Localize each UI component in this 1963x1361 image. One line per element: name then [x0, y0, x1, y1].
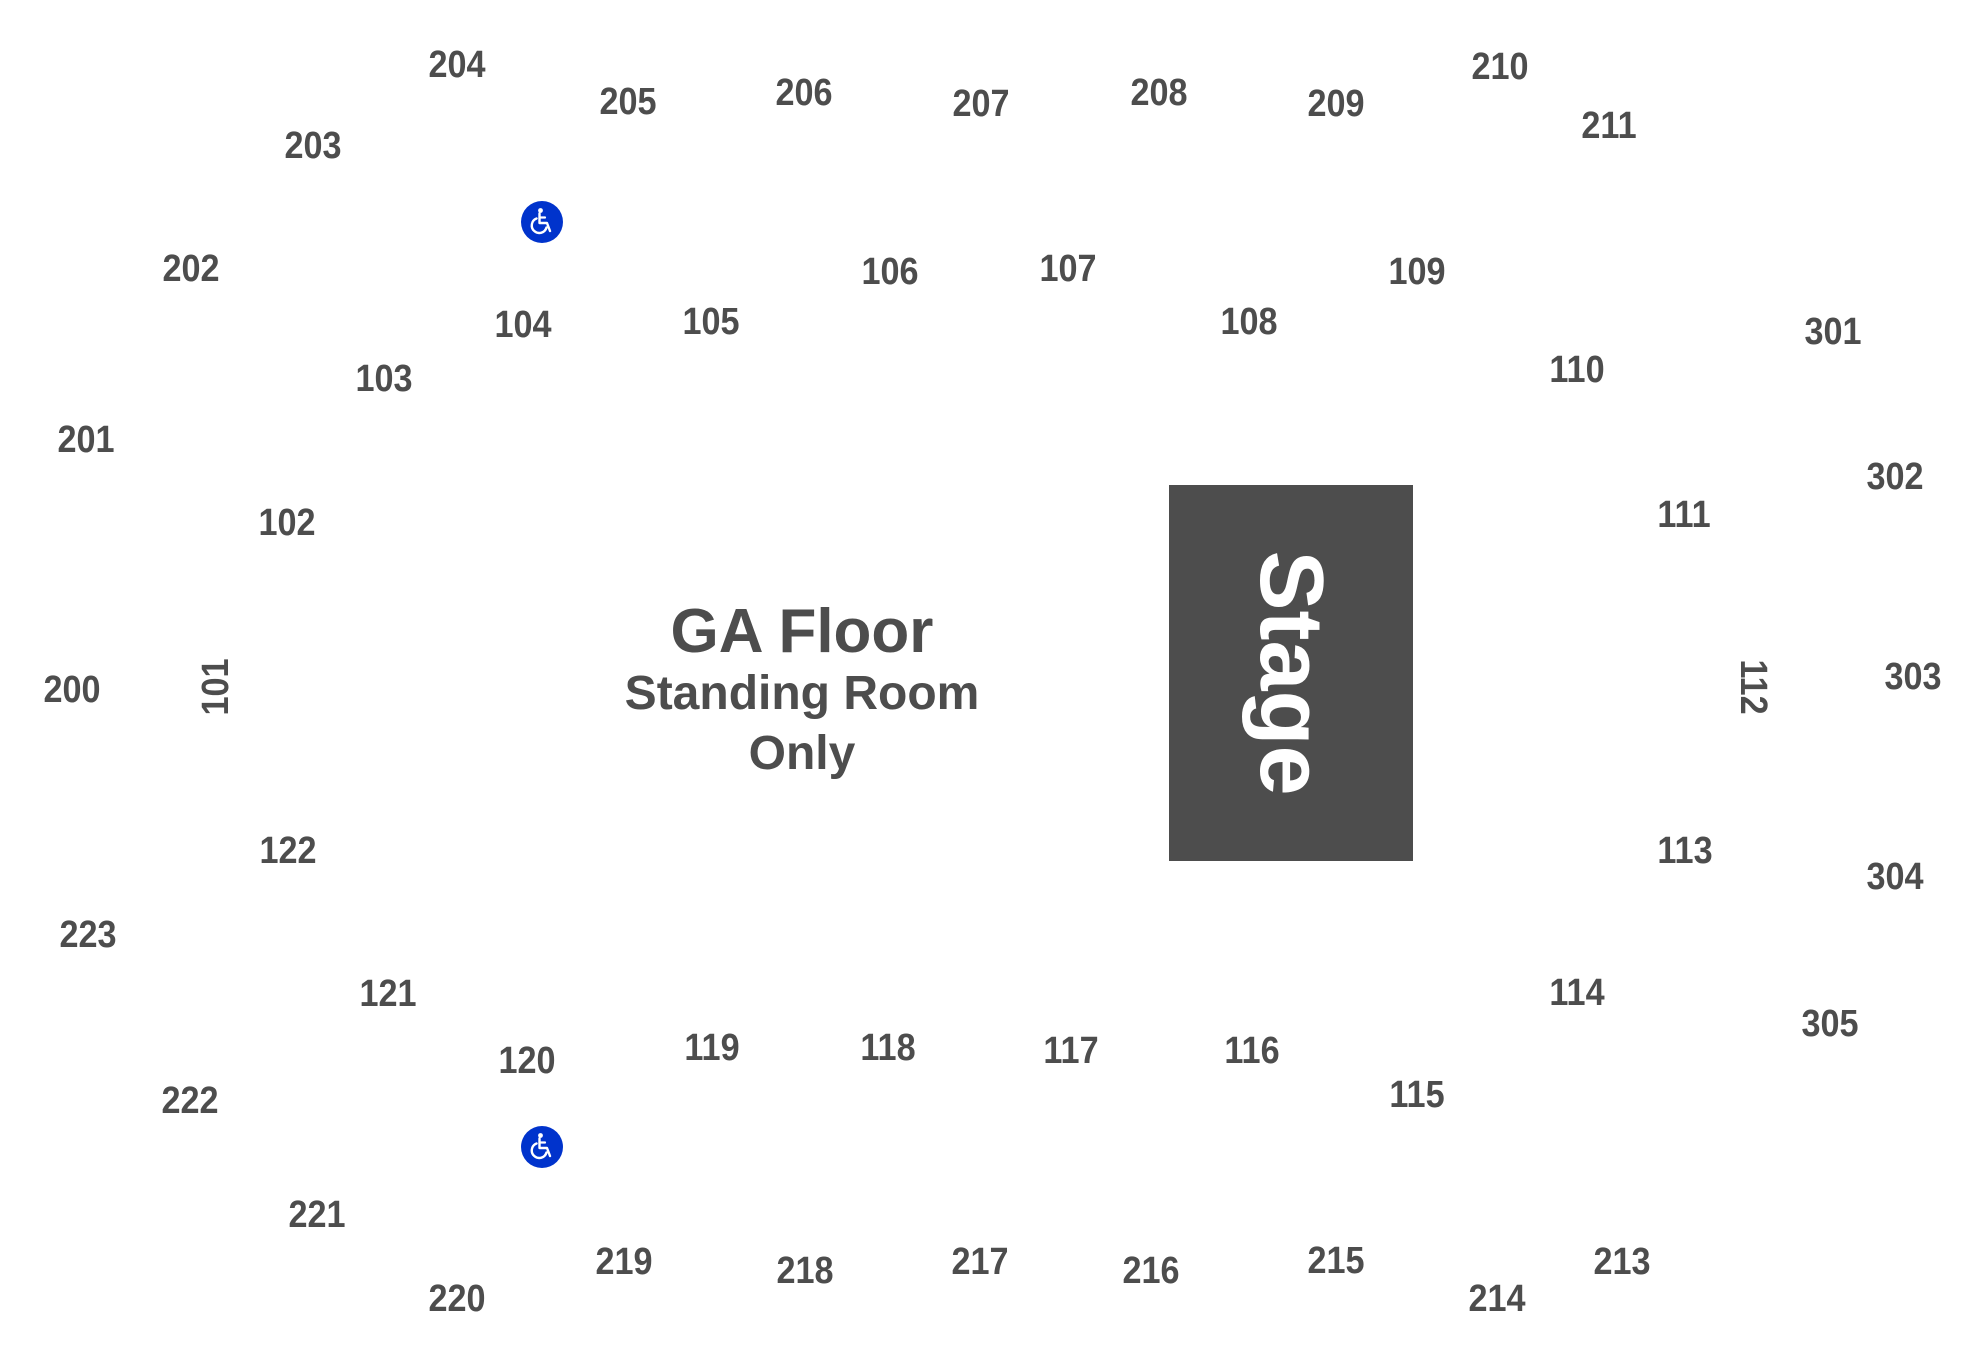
- section-216[interactable]: 216: [1122, 1250, 1180, 1292]
- section-121[interactable]: 121: [359, 973, 417, 1015]
- stage-label: Stage: [1241, 550, 1341, 796]
- section-113[interactable]: 113: [1657, 830, 1713, 872]
- wheelchair-icon[interactable]: [521, 1126, 563, 1168]
- section-211[interactable]: 211: [1581, 105, 1637, 147]
- section-209[interactable]: 209: [1307, 83, 1365, 125]
- section-118[interactable]: 118: [860, 1027, 916, 1069]
- section-210[interactable]: 210: [1471, 46, 1529, 88]
- section-203[interactable]: 203: [284, 125, 342, 167]
- section-217[interactable]: 217: [951, 1241, 1009, 1283]
- section-114[interactable]: 114: [1549, 972, 1605, 1014]
- section-107[interactable]: 107: [1039, 248, 1097, 290]
- section-214[interactable]: 214: [1468, 1278, 1526, 1320]
- section-222[interactable]: 222: [161, 1080, 219, 1122]
- section-207[interactable]: 207: [952, 83, 1010, 125]
- section-104[interactable]: 104: [494, 304, 552, 346]
- ga-floor-section[interactable]: GA Floor Standing Room Only: [625, 600, 980, 784]
- section-305[interactable]: 305: [1801, 1003, 1859, 1045]
- section-301[interactable]: 301: [1804, 311, 1862, 353]
- wheelchair-icon[interactable]: [521, 201, 563, 243]
- section-106[interactable]: 106: [861, 251, 919, 293]
- section-303[interactable]: 303: [1884, 656, 1942, 698]
- section-117[interactable]: 117: [1043, 1030, 1099, 1072]
- section-103[interactable]: 103: [355, 358, 413, 400]
- section-111[interactable]: 111: [1657, 494, 1711, 536]
- section-302[interactable]: 302: [1866, 456, 1924, 498]
- section-215[interactable]: 215: [1307, 1240, 1365, 1282]
- section-220[interactable]: 220: [428, 1278, 486, 1320]
- ga-floor-subtitle-line1: Standing Room: [624, 667, 980, 720]
- section-119[interactable]: 119: [684, 1027, 740, 1069]
- section-115[interactable]: 115: [1389, 1074, 1445, 1116]
- section-208[interactable]: 208: [1130, 72, 1188, 114]
- stage: Stage: [1169, 485, 1413, 861]
- section-221[interactable]: 221: [288, 1194, 346, 1236]
- section-213[interactable]: 213: [1593, 1241, 1651, 1283]
- section-122[interactable]: 122: [259, 830, 317, 872]
- section-206[interactable]: 206: [775, 72, 833, 114]
- ga-floor-title: GA Floor: [670, 597, 934, 666]
- section-112[interactable]: 112: [1732, 659, 1774, 715]
- section-204[interactable]: 204: [428, 44, 486, 86]
- section-205[interactable]: 205: [599, 81, 657, 123]
- section-102[interactable]: 102: [258, 502, 316, 544]
- section-116[interactable]: 116: [1224, 1030, 1280, 1072]
- section-120[interactable]: 120: [498, 1040, 556, 1082]
- section-201[interactable]: 201: [57, 419, 115, 461]
- ga-floor-subtitle-line2: Only: [748, 727, 856, 780]
- section-110[interactable]: 110: [1549, 349, 1605, 391]
- section-202[interactable]: 202: [162, 248, 220, 290]
- section-101[interactable]: 101: [195, 658, 237, 716]
- section-218[interactable]: 218: [776, 1250, 834, 1292]
- section-219[interactable]: 219: [595, 1241, 653, 1283]
- section-200[interactable]: 200: [43, 669, 101, 711]
- section-304[interactable]: 304: [1866, 856, 1924, 898]
- section-223[interactable]: 223: [59, 914, 117, 956]
- section-105[interactable]: 105: [682, 301, 740, 343]
- section-109[interactable]: 109: [1388, 251, 1446, 293]
- section-108[interactable]: 108: [1220, 301, 1278, 343]
